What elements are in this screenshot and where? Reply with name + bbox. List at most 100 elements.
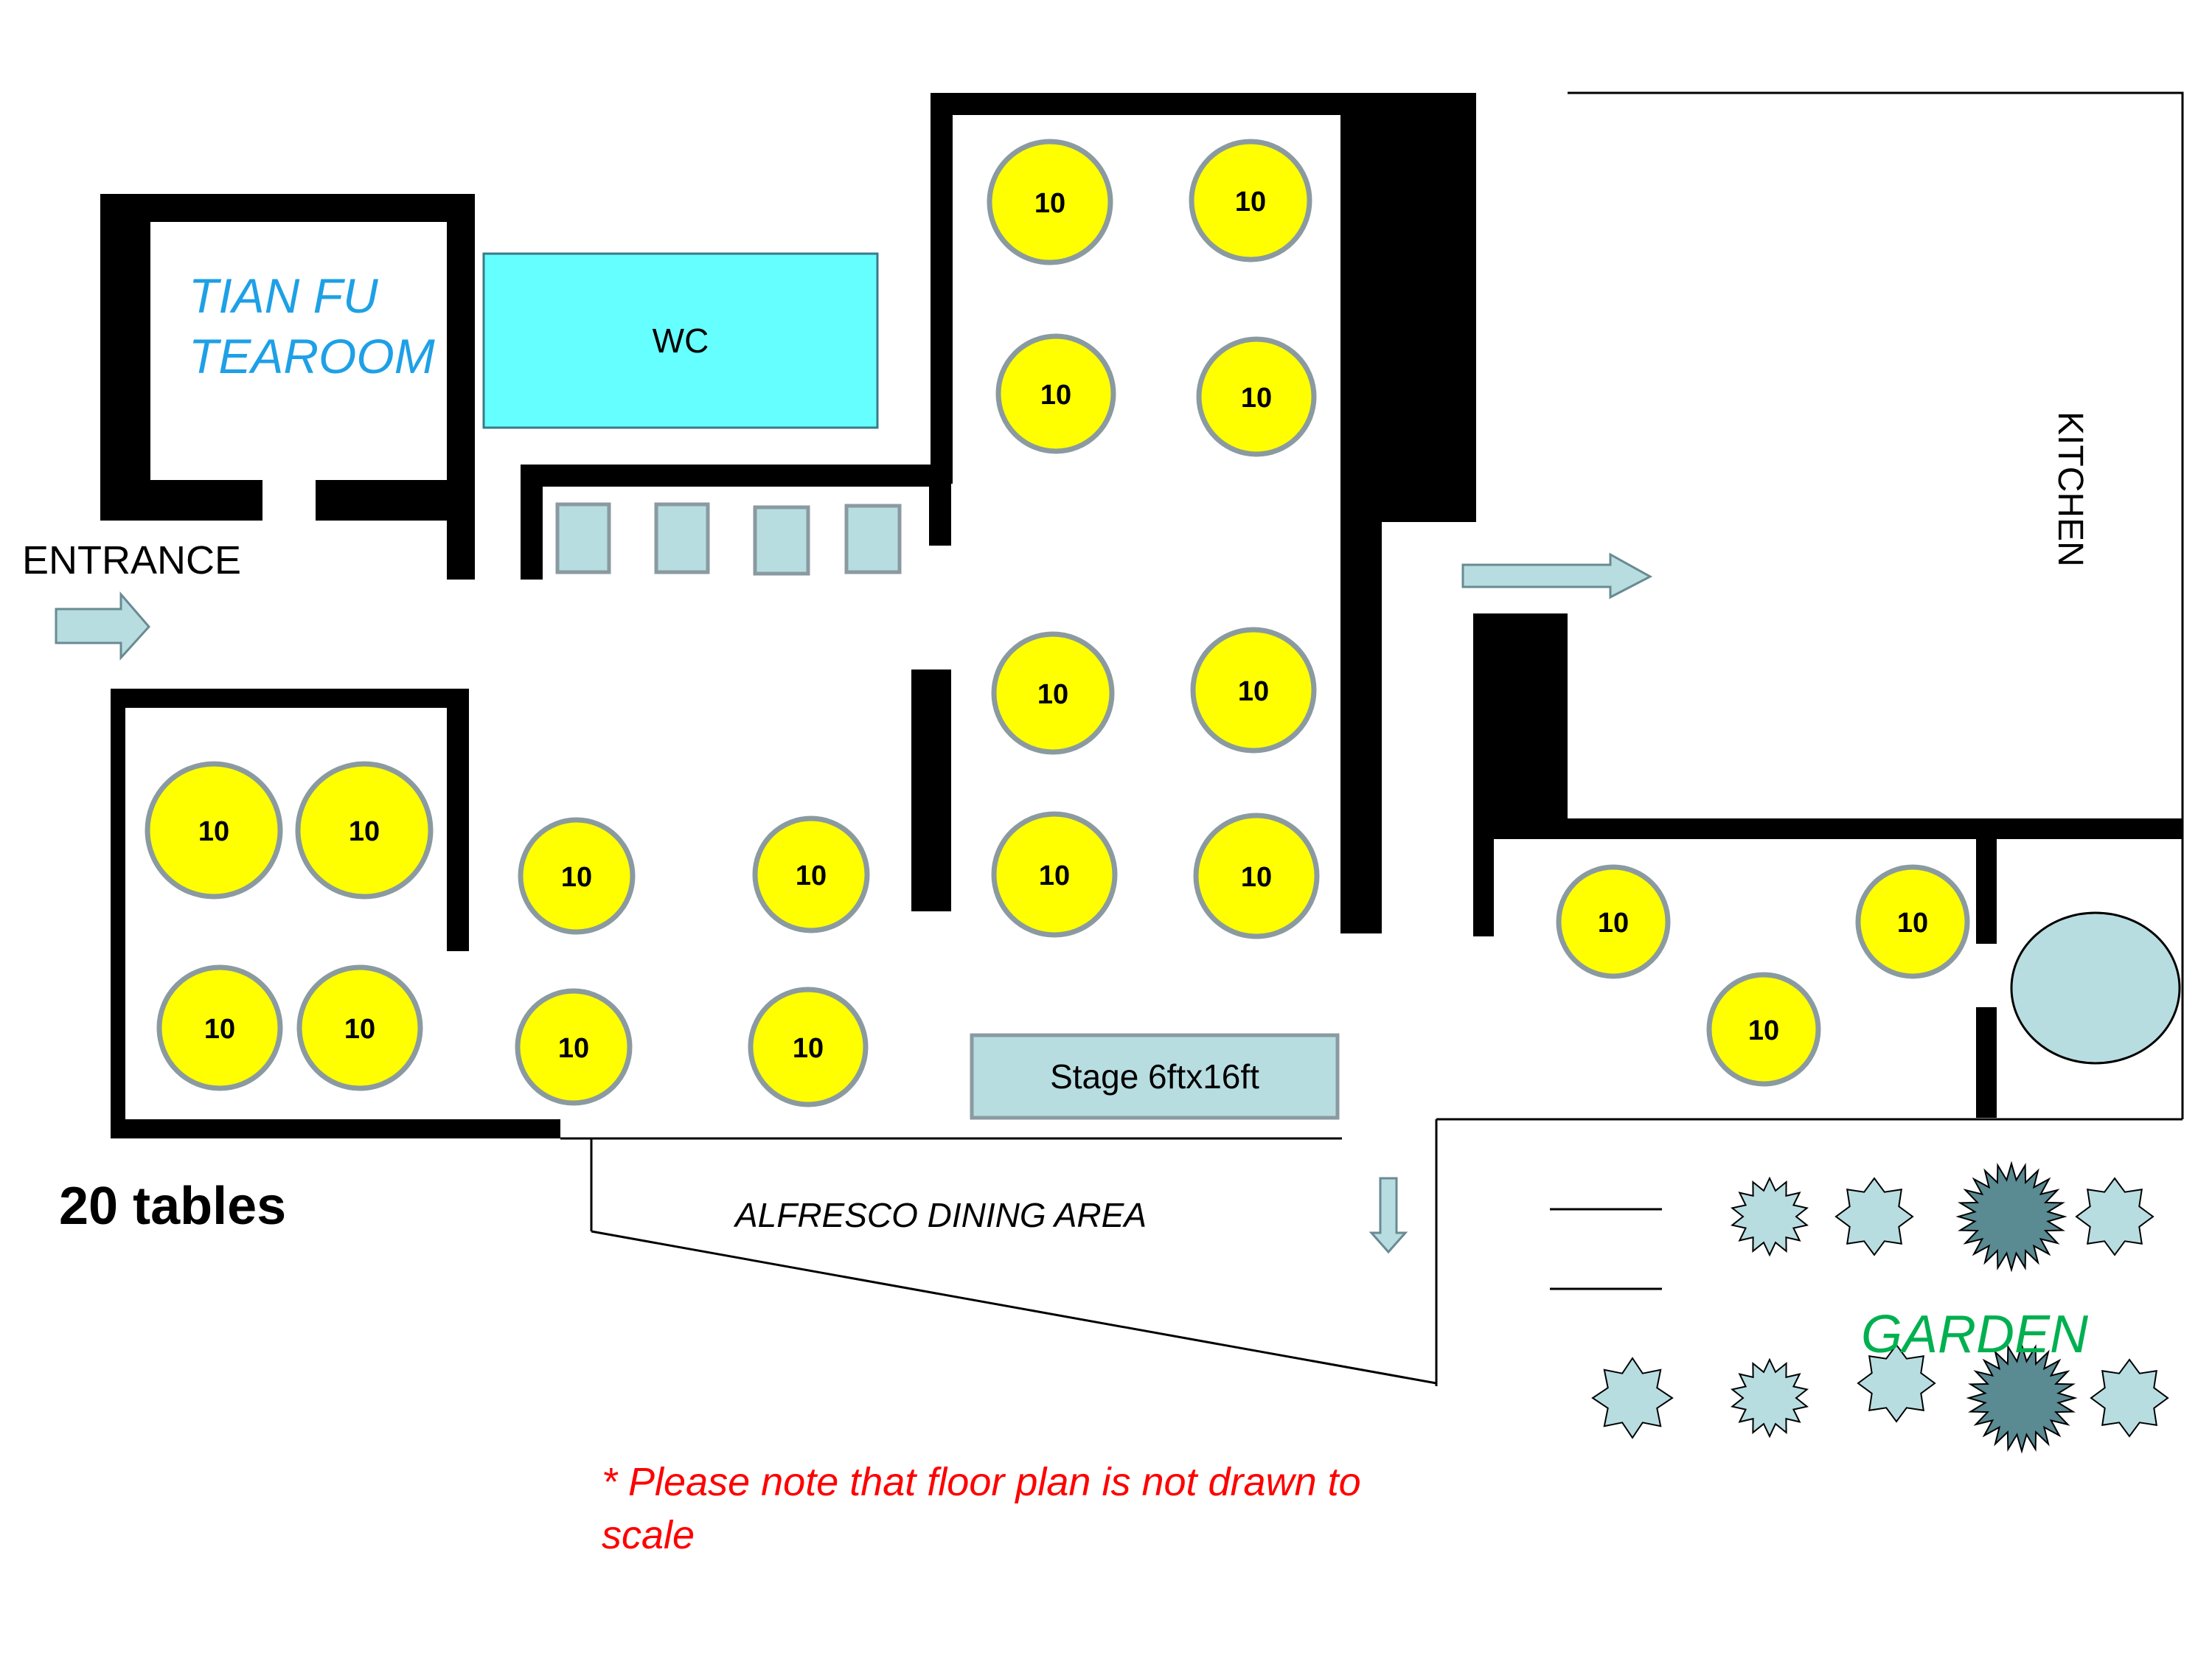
star-shrub-icon bbox=[2075, 1177, 2154, 1256]
wall-tearoom-bottom-right bbox=[316, 480, 475, 521]
arrow-right-icon bbox=[55, 591, 151, 661]
tearoom-label-line1: TIAN FU bbox=[189, 268, 378, 323]
bar-seats bbox=[555, 502, 902, 576]
arrow-right-icon bbox=[1461, 552, 1653, 599]
kitchen-outline bbox=[1568, 91, 2184, 1119]
star-shrub-icon bbox=[1955, 1161, 2067, 1273]
bar-seat bbox=[555, 502, 611, 574]
table-seat-count: 10 bbox=[1598, 908, 1629, 939]
table-15: 10 bbox=[515, 988, 633, 1106]
table-circle bbox=[515, 988, 633, 1106]
table-circle bbox=[1193, 813, 1320, 939]
star-shrub-icon bbox=[1834, 1177, 1914, 1256]
bar-seat bbox=[654, 502, 710, 574]
oval-feature-icon bbox=[2010, 911, 2181, 1065]
bar-seat bbox=[753, 505, 810, 576]
table-14: 10 bbox=[752, 815, 870, 933]
table-circle bbox=[991, 811, 1118, 938]
table-8: 10 bbox=[1193, 813, 1320, 939]
star-shrub-icon bbox=[1966, 1342, 2078, 1454]
table-seat-count: 10 bbox=[1039, 860, 1070, 891]
table-18: 10 bbox=[1855, 864, 1970, 979]
table-circle bbox=[752, 815, 870, 933]
table-seat-count: 10 bbox=[1241, 383, 1272, 414]
table-circle bbox=[1189, 139, 1312, 262]
wall-tearoom-left bbox=[100, 194, 150, 521]
table-circle bbox=[995, 333, 1116, 454]
note-line2: scale bbox=[602, 1513, 695, 1557]
wall-left-room-left bbox=[111, 689, 125, 1138]
bar-seat bbox=[844, 504, 902, 574]
table-circle bbox=[748, 987, 869, 1107]
wall-hall-right-block bbox=[1340, 93, 1476, 522]
table-seat-count: 10 bbox=[1241, 862, 1272, 893]
wall-corridor-left bbox=[521, 465, 543, 580]
table-1: 10 bbox=[987, 139, 1113, 265]
table-13: 10 bbox=[518, 817, 636, 935]
table-circle bbox=[1855, 864, 1970, 979]
wall-kitchen-base bbox=[1473, 818, 2183, 839]
table-19: 10 bbox=[1706, 972, 1821, 1087]
table-seat-count: 10 bbox=[204, 1014, 235, 1045]
wall-right-room-divider-bottom bbox=[1976, 1007, 1997, 1118]
table-circle bbox=[1556, 864, 1671, 979]
table-16: 10 bbox=[748, 987, 869, 1107]
table-12: 10 bbox=[296, 964, 423, 1091]
table-seat-count: 10 bbox=[796, 860, 827, 891]
table-17: 10 bbox=[1556, 864, 1671, 979]
table-seat-count: 10 bbox=[1235, 187, 1266, 218]
table-seat-count: 10 bbox=[558, 1033, 589, 1064]
table-circle bbox=[145, 761, 283, 900]
garden-label: GARDEN bbox=[1861, 1305, 2089, 1364]
table-seat-count: 10 bbox=[1748, 1015, 1779, 1046]
table-seat-count: 10 bbox=[793, 1033, 824, 1064]
wall-left-room-top bbox=[111, 689, 469, 708]
table-7: 10 bbox=[991, 811, 1118, 938]
table-seat-count: 10 bbox=[561, 862, 592, 893]
walls bbox=[100, 93, 2183, 1138]
table-seat-count: 10 bbox=[344, 1014, 375, 1045]
wall-left-room-right bbox=[447, 689, 469, 951]
tables: 10 10 10 10 10 10 10 10 10 10 10 10 10 10 10 10 10 10 10 bbox=[145, 139, 1970, 1107]
table-circle bbox=[156, 964, 283, 1091]
star-shrub-icon bbox=[1731, 1357, 1809, 1439]
table-circle bbox=[991, 631, 1115, 755]
alfresco-diagonal bbox=[591, 1230, 1437, 1385]
table-circle bbox=[518, 817, 636, 935]
table-3: 10 bbox=[995, 333, 1116, 454]
wall-tearoom-top bbox=[100, 194, 475, 222]
table-2: 10 bbox=[1189, 139, 1312, 262]
alfresco-label: ALFRESCO DINING AREA bbox=[733, 1196, 1147, 1234]
star-shrub-icon bbox=[2090, 1358, 2169, 1438]
table-11: 10 bbox=[156, 964, 283, 1091]
table-seat-count: 10 bbox=[1034, 188, 1065, 219]
wall-hall-left-upper bbox=[931, 93, 953, 484]
kitchen-label: KITCHEN bbox=[2051, 411, 2090, 567]
wall-right-room-divider-top bbox=[1976, 818, 1997, 944]
table-circle bbox=[1190, 627, 1317, 754]
wc-room bbox=[482, 252, 879, 429]
tearoom-label-line2: TEAROOM bbox=[189, 329, 435, 383]
wc-label: WC bbox=[653, 321, 709, 360]
table-5: 10 bbox=[991, 631, 1115, 755]
wall-right-room-left bbox=[1473, 818, 1494, 936]
table-circle bbox=[1706, 972, 1821, 1087]
table-10: 10 bbox=[295, 761, 434, 900]
table-seat-count: 10 bbox=[1897, 908, 1928, 939]
table-seat-count: 10 bbox=[1238, 676, 1269, 707]
stage bbox=[970, 1033, 1340, 1120]
table-seat-count: 10 bbox=[198, 816, 229, 847]
table-circle bbox=[1196, 336, 1317, 457]
garden-plants bbox=[1591, 1161, 2169, 1454]
wall-hall-right-lower bbox=[1340, 516, 1382, 933]
note-line1: * Please note that floor plan is not dra… bbox=[602, 1460, 1361, 1504]
table-count-label: 20 tables bbox=[59, 1177, 286, 1236]
star-shrub-icon bbox=[1731, 1176, 1809, 1257]
arrow-down-icon bbox=[1368, 1177, 1408, 1254]
table-seat-count: 10 bbox=[1040, 380, 1071, 411]
wall-hall-partition bbox=[911, 669, 951, 911]
wall-tearoom-right bbox=[447, 194, 475, 580]
table-9: 10 bbox=[145, 761, 283, 900]
table-circle bbox=[296, 964, 423, 1091]
